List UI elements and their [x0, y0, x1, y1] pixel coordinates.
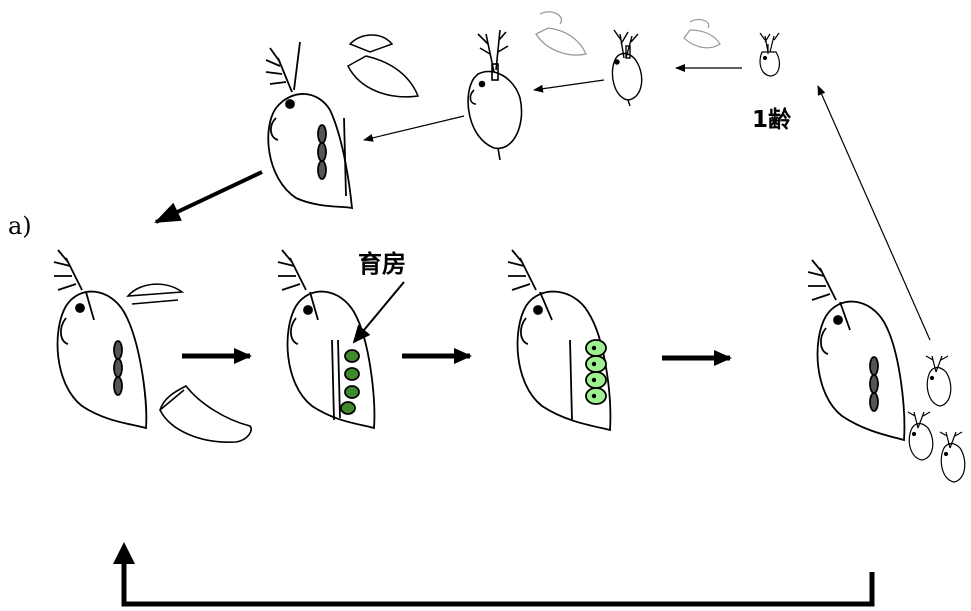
brood-pouch-pointer: [354, 282, 404, 342]
first-instar-label: 1齢: [752, 100, 791, 134]
juvenile-return-arrow: [818, 86, 930, 340]
juvenile-third-stage: [468, 30, 521, 160]
growth-arrow-4: [156, 172, 262, 222]
released-juvenile-3: [940, 432, 965, 482]
molted-carapace-top: [348, 35, 418, 97]
adult-daphnia-molting: [54, 250, 146, 428]
released-juvenile-2: [908, 412, 933, 460]
molted-carapace-faded-small: [684, 20, 720, 48]
brood-pouch-label: 育房: [358, 244, 406, 279]
growth-arrow-3: [364, 116, 464, 140]
panel-label: a): [8, 212, 32, 240]
growth-arrow-2: [534, 80, 604, 90]
juvenile-first-instar: [760, 33, 779, 76]
juvenile-second-stage: [612, 30, 641, 106]
molted-carapace-faded-medium: [536, 12, 586, 55]
adult-daphnia-releasing-young: [808, 260, 904, 440]
released-juvenile-1: [926, 356, 951, 406]
reproduction-loop-arrow: [113, 542, 872, 604]
young-adult-daphnia: [266, 42, 352, 208]
adult-daphnia-developing-embryos: [508, 250, 610, 430]
